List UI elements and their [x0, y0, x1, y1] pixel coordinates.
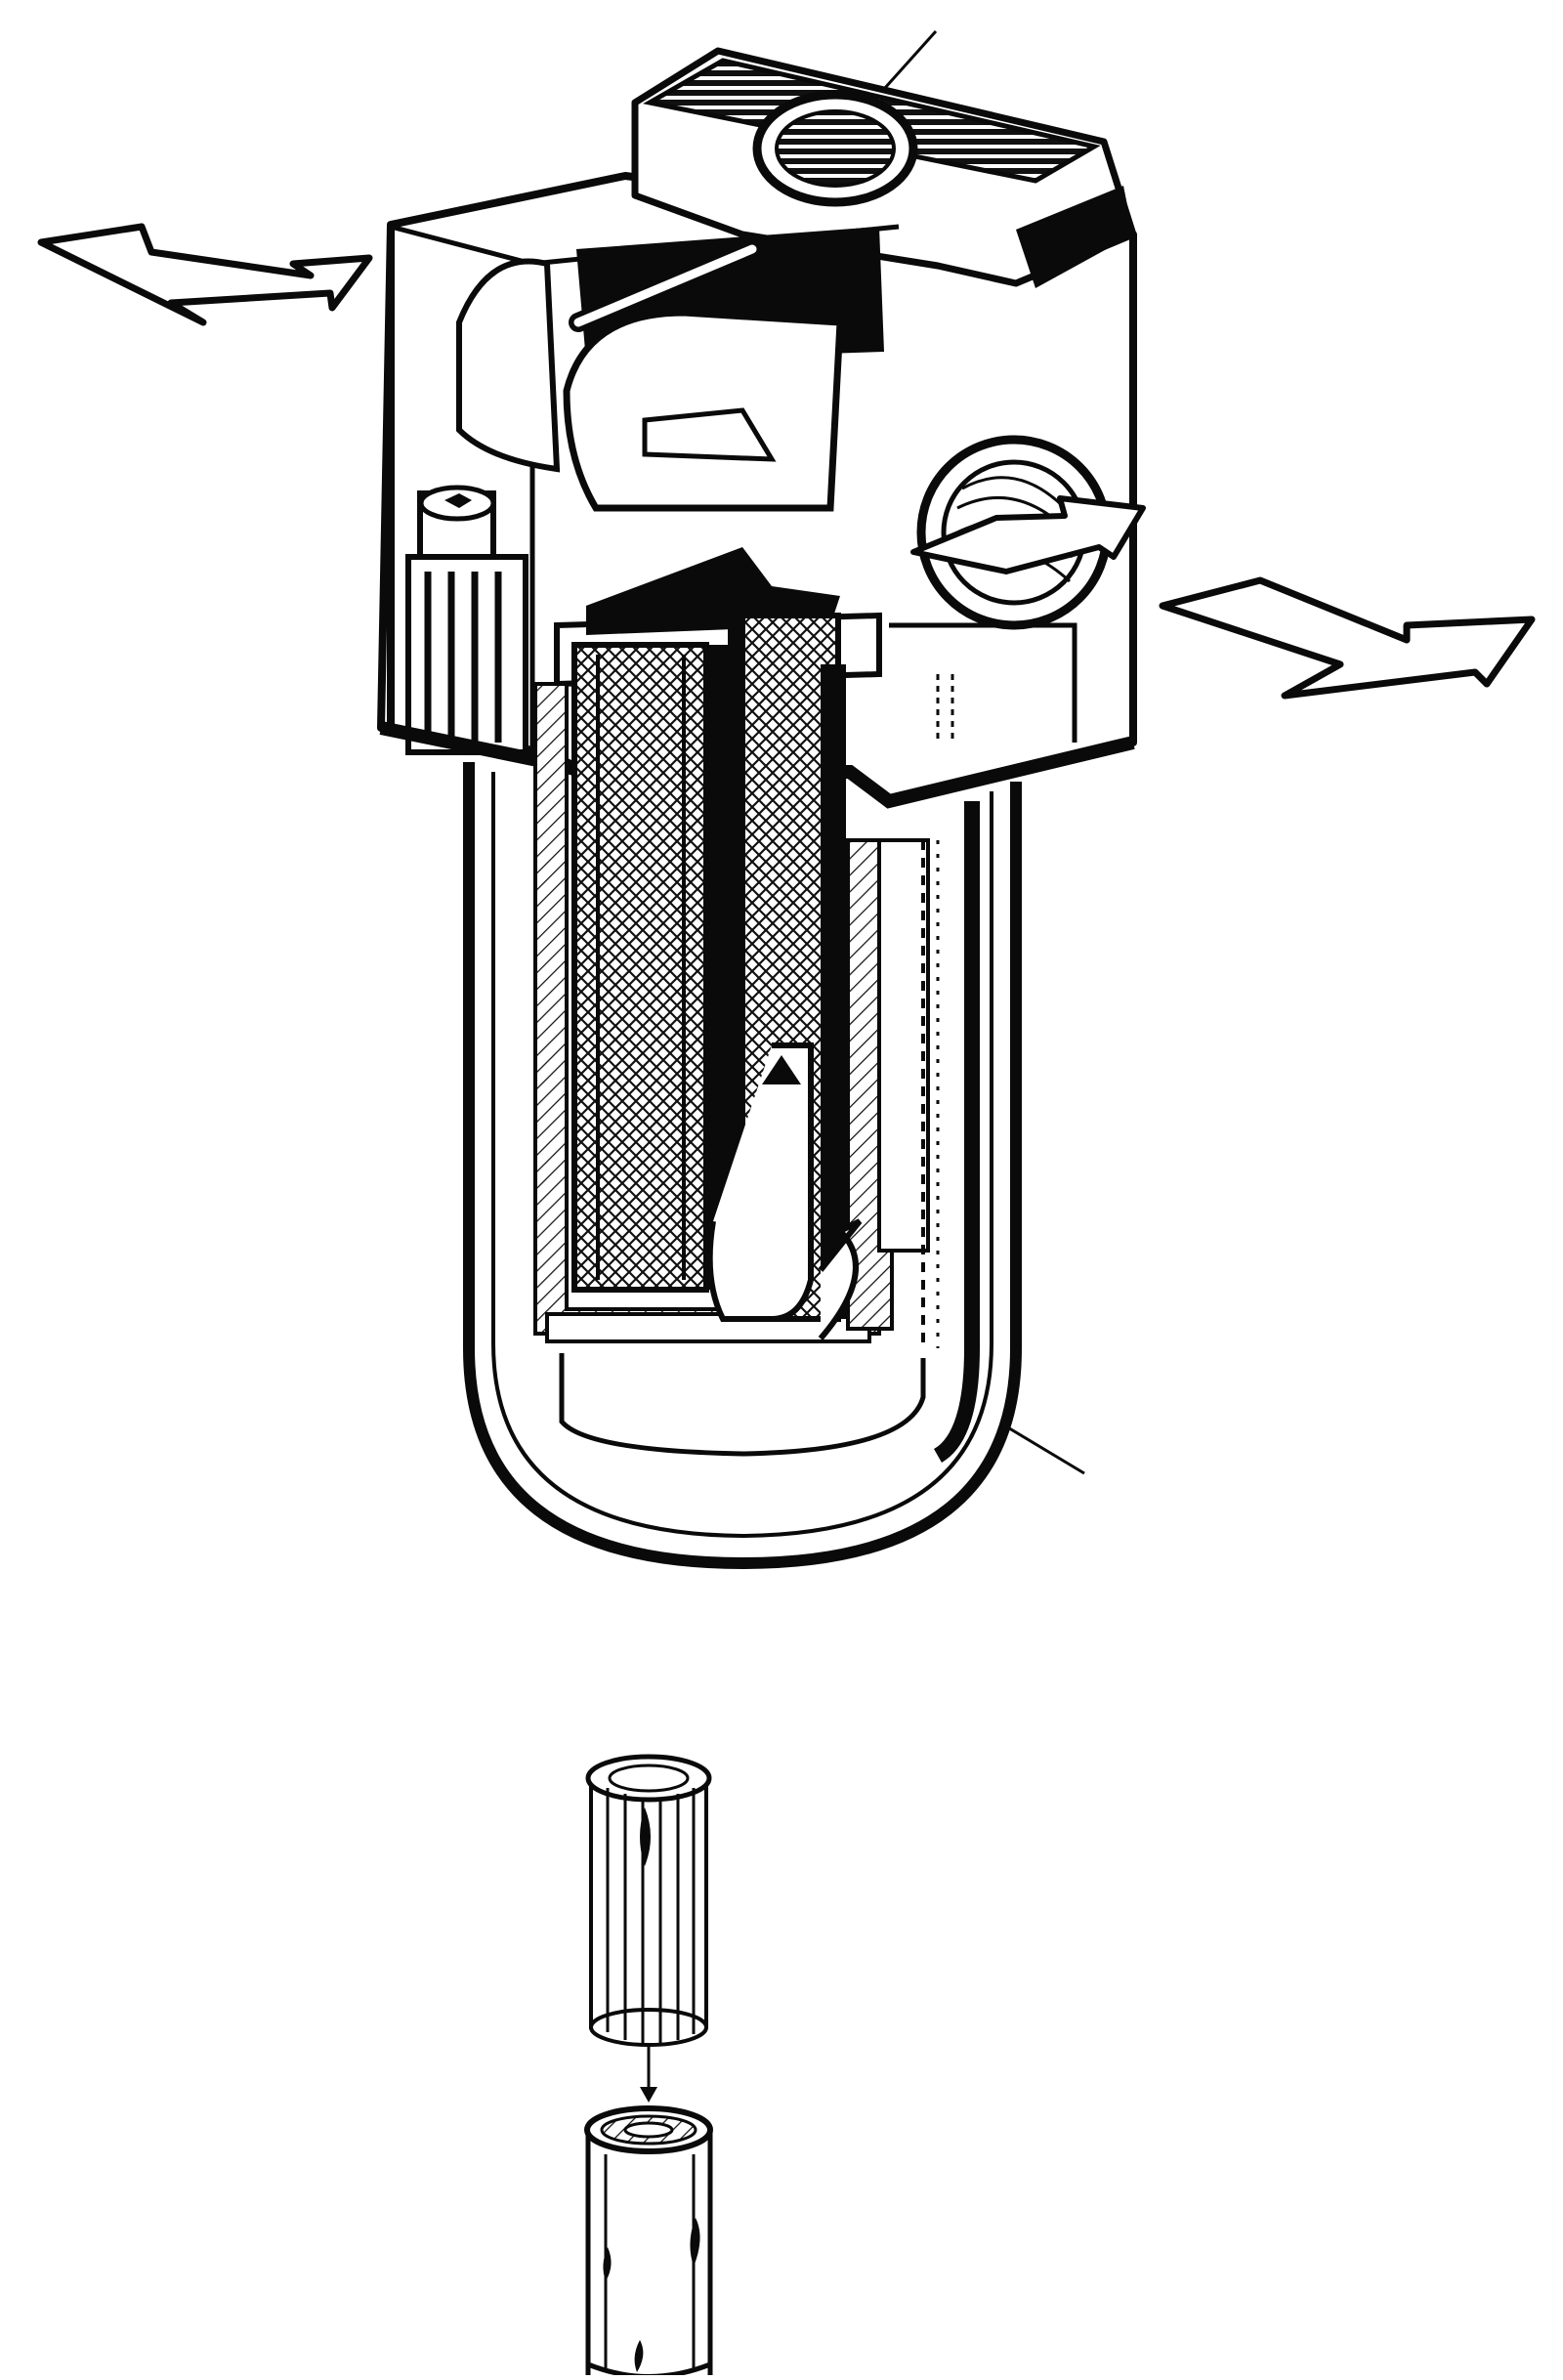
left-filter-element [571, 642, 728, 1293]
inset-outer-filter-cartridge [584, 2105, 713, 2380]
outlet-arrow [1159, 576, 1536, 700]
right-filter-element [846, 838, 940, 1348]
internal-flow-arrows [706, 1042, 863, 1340]
inlet-arrow [37, 223, 373, 326]
filter-head [377, 47, 1146, 809]
inset-assembly-arrow [640, 2044, 657, 2103]
inset-inner-filter-cartridge [585, 1754, 712, 2047]
